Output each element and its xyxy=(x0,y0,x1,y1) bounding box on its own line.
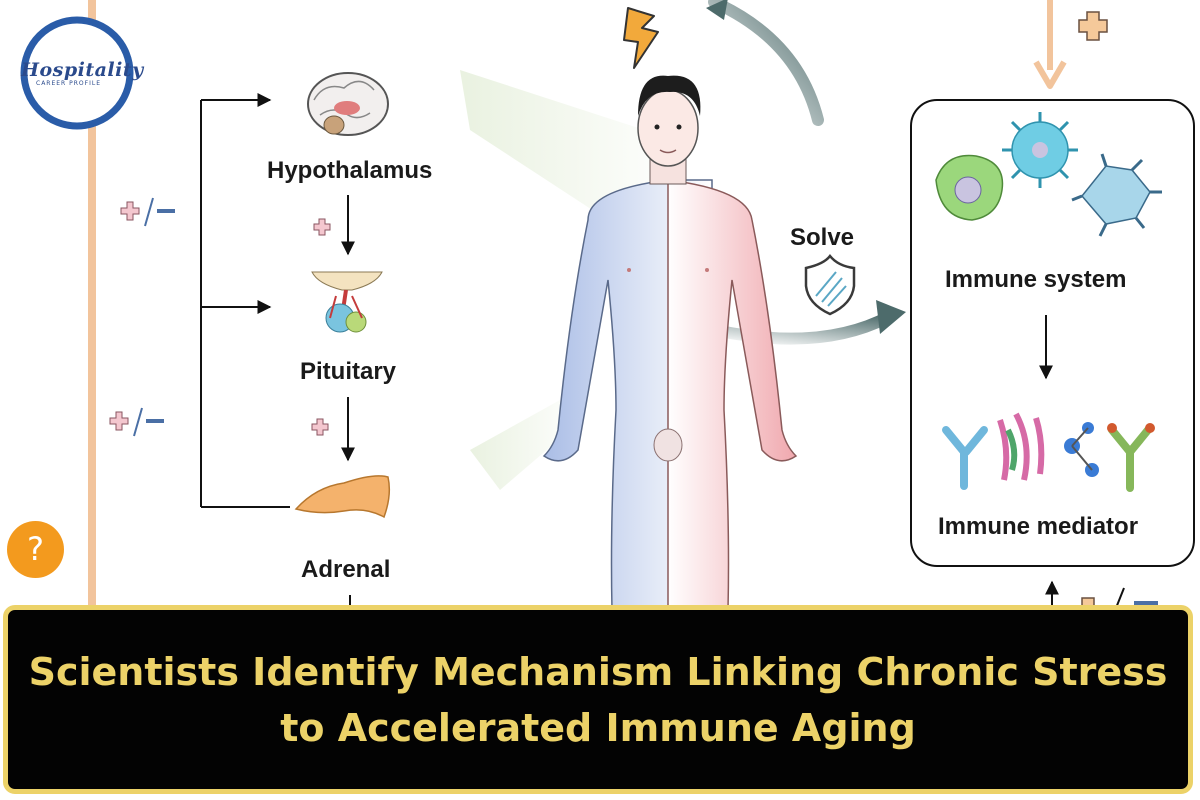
feedback-bracket xyxy=(200,93,290,508)
plus-minus-sign-top xyxy=(120,197,175,227)
top-right-input-arrow xyxy=(1033,0,1067,89)
immune-cells-illustration xyxy=(935,112,1162,237)
plus-sign-hypo-pit xyxy=(313,218,331,236)
plus-minus-sign-bottom xyxy=(109,407,164,437)
adrenal-label: Adrenal xyxy=(301,556,391,583)
human-figure xyxy=(542,75,798,611)
left-feedback-line xyxy=(88,0,96,610)
immune-system-label: Immune system xyxy=(945,266,1127,293)
cone-lower xyxy=(470,400,570,490)
headline-banner: Scientists Identify Mechanism Linking Ch… xyxy=(3,605,1193,794)
cone-upper xyxy=(460,70,660,215)
logo-ring xyxy=(20,16,134,130)
brain-illustration xyxy=(307,72,389,136)
headline-title: Scientists Identify Mechanism Linking Ch… xyxy=(28,649,1168,750)
plus-sign-pit-adr xyxy=(311,418,329,436)
hypothalamus-label: Hypothalamus xyxy=(267,157,433,184)
axis-arrows xyxy=(341,195,355,608)
solve-arrow-head xyxy=(876,300,906,334)
hospitality-logo xyxy=(18,14,136,132)
immune-mediators-illustration xyxy=(942,412,1155,492)
pituitary-illustration xyxy=(311,271,383,333)
swirl-arrow-head-top xyxy=(706,0,728,20)
lightning-icon xyxy=(623,7,659,69)
logo-tagline: CAREER PROFILE xyxy=(36,80,101,87)
shield-icon xyxy=(804,253,856,316)
solve-label: Solve xyxy=(790,224,855,251)
stress-swirl-arrow xyxy=(708,0,824,126)
adrenal-illustration xyxy=(294,475,391,519)
pituitary-label: Pituitary xyxy=(300,358,397,385)
question-icon: ? xyxy=(27,530,44,568)
plus-sign-top-right xyxy=(1078,11,1108,41)
logo-wordmark: Hospitality xyxy=(21,59,144,81)
help-button[interactable]: ? xyxy=(7,521,64,578)
immune-mediator-label: Immune mediator xyxy=(938,513,1139,540)
